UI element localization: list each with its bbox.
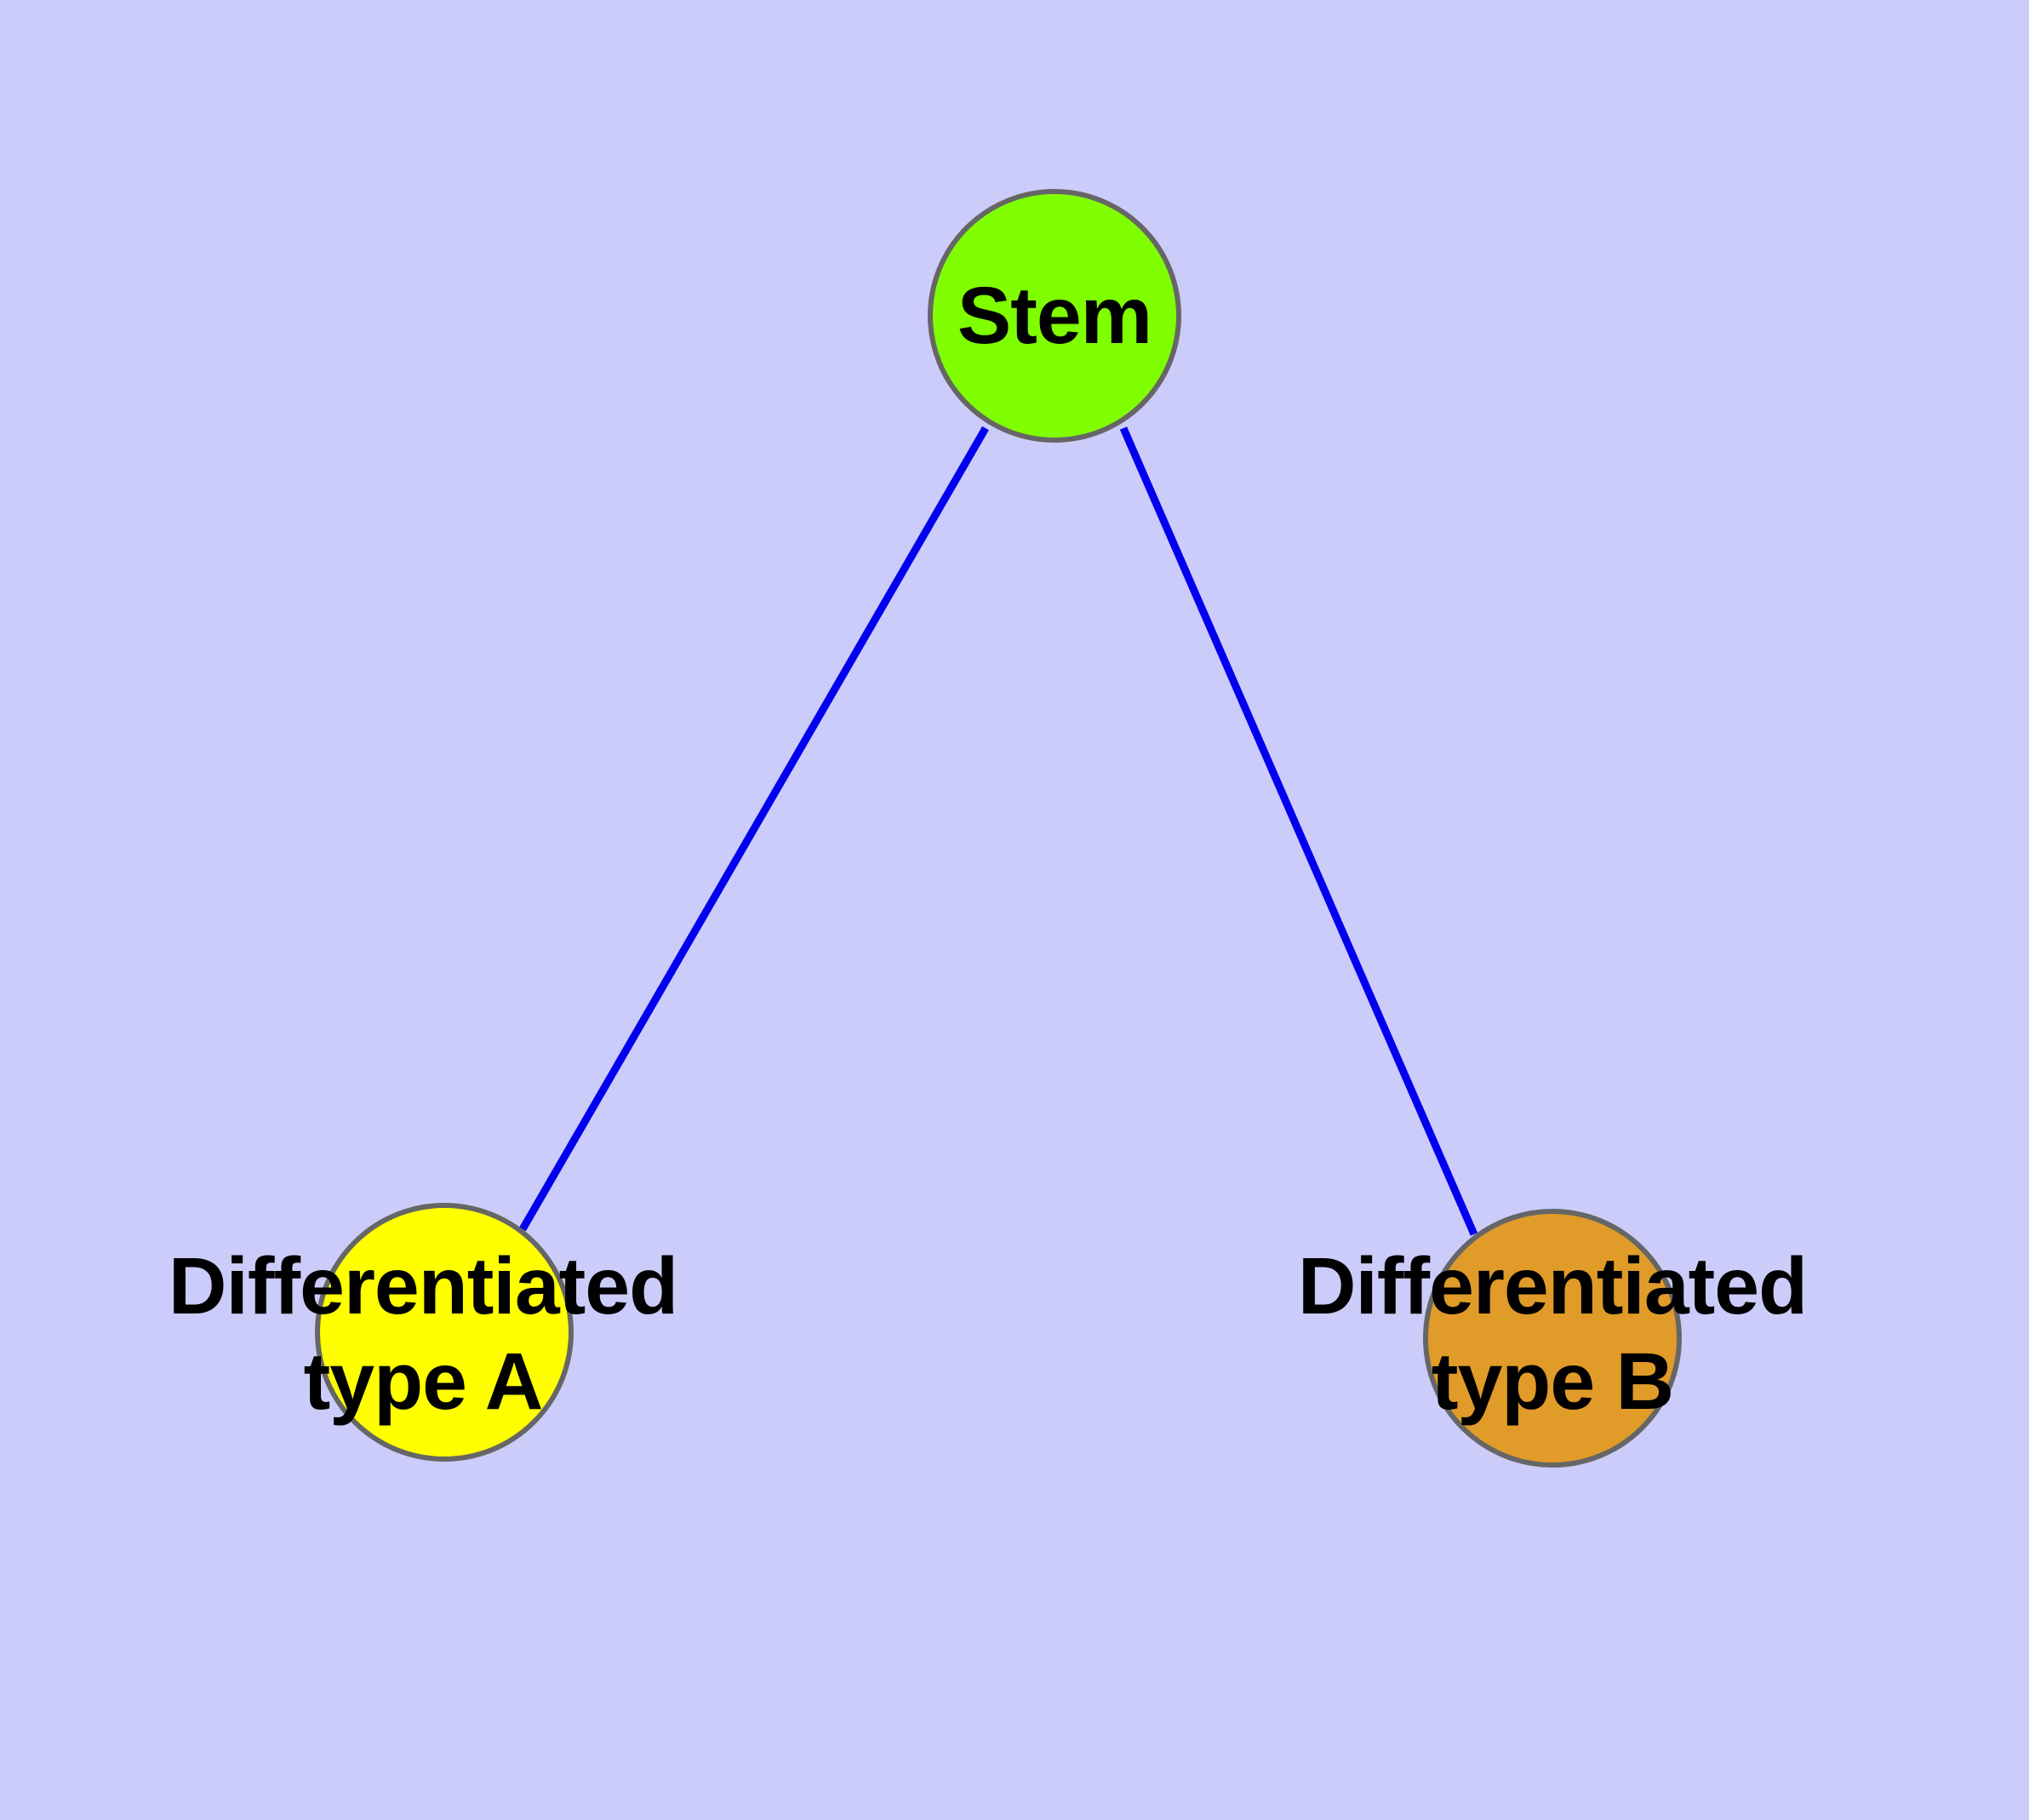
node-stem[interactable] — [928, 189, 1181, 443]
node-differentiated-type-b[interactable] — [1423, 1209, 1682, 1468]
edge-stem-to-diff-a — [519, 426, 989, 1232]
node-differentiated-type-a[interactable] — [315, 1203, 574, 1462]
edge-stem-to-diff-b — [1119, 426, 1478, 1236]
